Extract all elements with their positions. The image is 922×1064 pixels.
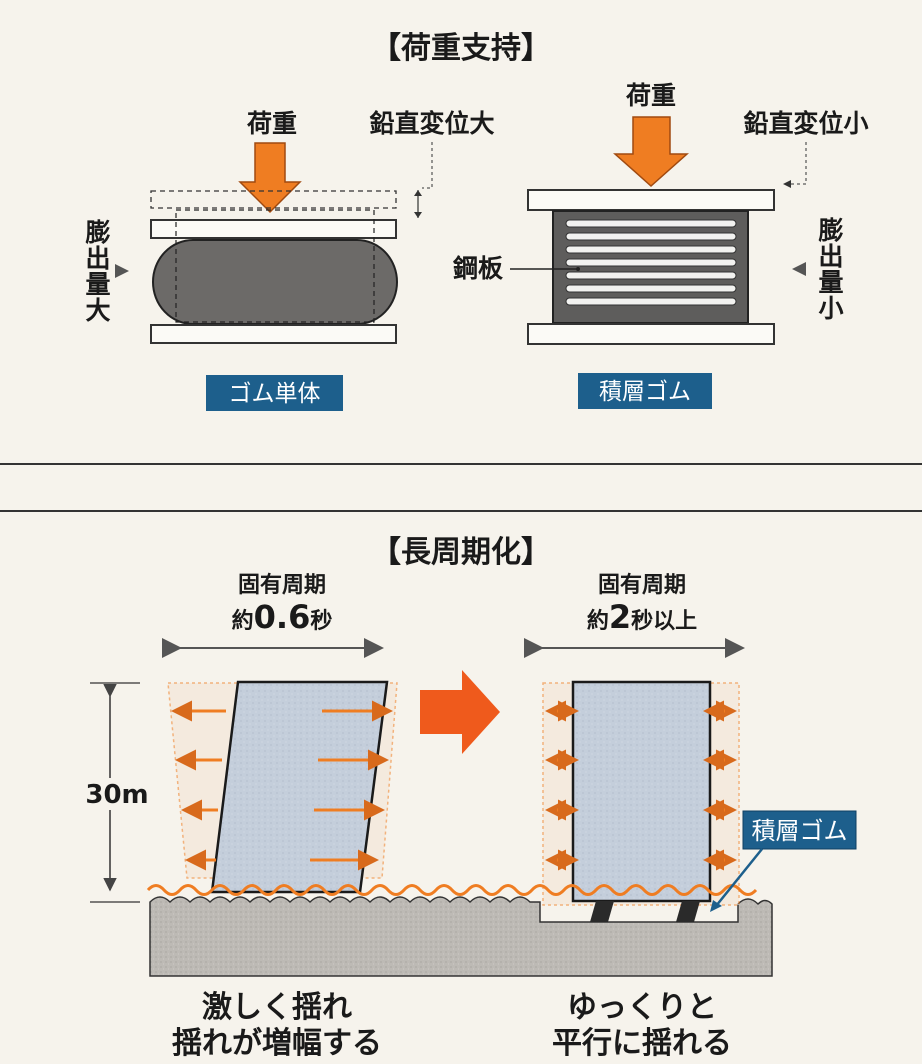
left-period-prefix: 約: [232, 608, 254, 634]
long-period-title: 【長周期化】: [371, 535, 551, 570]
left-caption-line1: 激しく揺れ: [202, 990, 352, 1025]
left-bulge-char-2: 出: [85, 244, 110, 273]
right-period-text: 約2秒以上: [587, 598, 697, 636]
original-plate-outline: [150, 190, 397, 209]
laminated-rubber-callout-box: [742, 810, 857, 850]
original-rubber-outline: [175, 209, 375, 323]
left-load-label: 荷重: [247, 109, 297, 138]
laminated-rubber-caption: 積層ゴム: [599, 379, 691, 405]
left-period-heading: 固有周期: [238, 572, 326, 598]
left-displacement-leader: [422, 142, 433, 189]
left-sway-arrows: [171, 700, 393, 871]
left-bulge-char-3: 量: [85, 270, 110, 299]
left-caption-line2: 揺れが増幅する: [172, 1026, 382, 1061]
left-period-suffix: 秒: [310, 609, 332, 634]
seismic-wave: [146, 884, 758, 896]
right-period-prefix: 約: [587, 608, 609, 634]
right-bulge-indicator-icon: [792, 262, 806, 276]
ground: [149, 896, 773, 977]
rubber-alone-caption: ゴム単体: [229, 381, 321, 407]
steel-plate-layers: [565, 219, 737, 306]
right-period-value: 2: [609, 598, 631, 636]
right-load-label: 荷重: [626, 81, 676, 110]
callout-leader: [715, 848, 763, 907]
left-bulge-char-4: 大: [85, 296, 110, 325]
left-load-arrow-icon: [238, 142, 302, 214]
left-period-value: 0.6: [254, 598, 311, 636]
right-rubber-body: [552, 210, 749, 324]
right-bulge-char-1: 膨: [818, 216, 843, 245]
rubber-alone-caption-box: [206, 375, 343, 411]
isolator-bearings: [590, 901, 700, 922]
right-sway-arrows: [545, 700, 737, 871]
right-caption-line2: 平行に揺れる: [552, 1026, 732, 1061]
laminated-rubber-caption-box: [578, 373, 712, 409]
right-top-plate: [527, 189, 775, 211]
left-period-text: 約0.6秒: [232, 598, 333, 636]
transition-arrow-icon: [420, 670, 500, 754]
right-bottom-plate: [527, 323, 775, 345]
right-bulge-char-3: 量: [818, 268, 843, 297]
right-bulge-char-2: 出: [818, 242, 843, 271]
left-bulge-char-1: 膨: [85, 218, 110, 247]
right-displacement-label: 鉛直変位小: [743, 109, 868, 138]
right-load-arrow-icon: [613, 116, 689, 188]
left-rubber-body: [152, 239, 398, 325]
right-caption-line1: ゆっくりと: [567, 990, 717, 1025]
left-top-plate: [150, 219, 397, 239]
laminated-rubber-figure: 荷重 鉛直変位小 鋼板 膨 出 量 小 積層ゴム: [452, 81, 869, 409]
rubber-alone-figure: 荷重 鉛直変位大 膨 出 量 大 ゴム単体: [85, 109, 495, 411]
right-bulge-char-4: 小: [818, 294, 843, 323]
load-support-title: 【荷重支持】: [371, 31, 551, 66]
left-bottom-plate: [150, 324, 397, 344]
right-displacement-leader: [787, 142, 807, 185]
left-displacement-label: 鉛直変位大: [369, 109, 494, 138]
left-bulge-indicator-icon: [115, 264, 129, 278]
laminated-rubber-callout: 積層ゴム: [752, 817, 848, 845]
right-building: [571, 680, 712, 903]
right-period-suffix: 秒以上: [631, 609, 697, 634]
steel-plate-label: 鋼板: [452, 254, 503, 283]
right-period-heading: 固有周期: [598, 572, 686, 598]
height-label: 30m: [85, 780, 148, 810]
